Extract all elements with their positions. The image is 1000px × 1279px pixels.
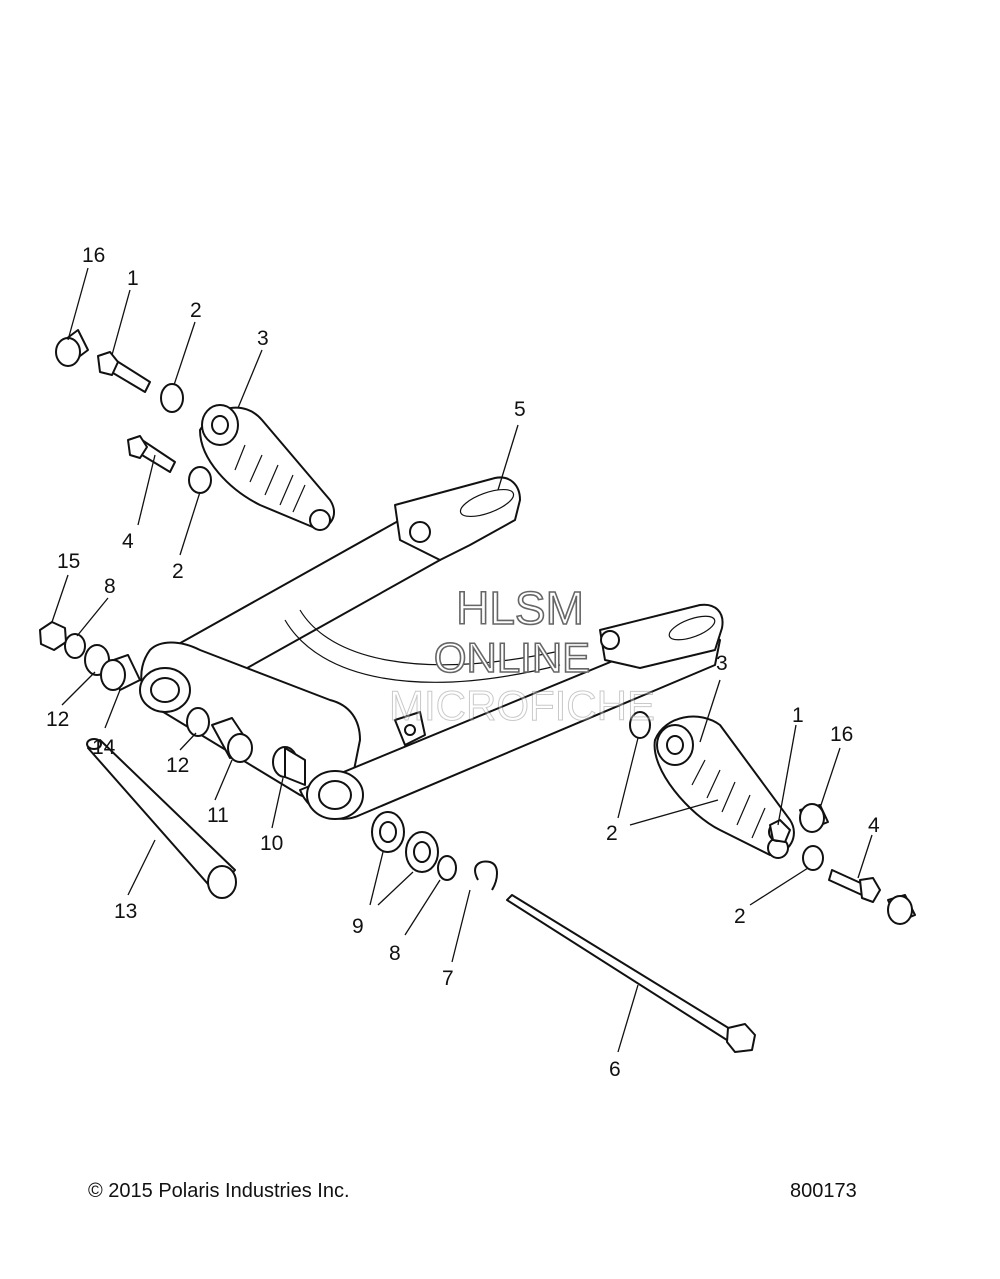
bolt-4-left: [127, 435, 176, 473]
bushing-16-right: [799, 803, 829, 833]
bearing-9-right: [405, 831, 439, 873]
pivot-shaft-13: [86, 738, 237, 899]
callout-13: 13: [114, 900, 137, 923]
callout-14: 14: [92, 736, 116, 759]
nut-15: [39, 621, 67, 651]
callout-4-left: 4: [122, 530, 134, 553]
callout-3-right: 3: [716, 652, 728, 675]
washer-2-upper-left: [160, 383, 184, 413]
callout-12-left: 12: [46, 708, 69, 731]
watermark: HLSM ONLINE MICROFICHE: [389, 581, 656, 729]
callout-3-left: 3: [257, 327, 269, 350]
callout-2-lower-right: 2: [734, 905, 746, 928]
callout-8-left: 8: [104, 575, 116, 598]
bushing-10: [272, 746, 306, 786]
ring-12-lower: [186, 707, 210, 737]
callout-2-right-group: 2: [606, 822, 618, 845]
washer-2-lower-left: [188, 466, 212, 494]
bolt-4-right: [828, 869, 881, 903]
callout-labels: 16 1 2 3 4 2 5 15 8 12 14 12 11 10 13 3 …: [46, 244, 880, 1081]
leader-lines: [51, 267, 873, 1053]
callout-7: 7: [442, 967, 454, 990]
callout-10: 10: [260, 832, 283, 855]
callout-11: 11: [207, 804, 229, 827]
callout-1-right: 1: [792, 704, 804, 727]
axle-bolt-6: [506, 894, 756, 1053]
callout-8-right: 8: [389, 942, 401, 965]
washer-8-left: [64, 633, 86, 659]
drawing-number: 800173: [790, 1180, 857, 1202]
callout-5: 5: [514, 398, 526, 421]
circlip-7: [474, 860, 498, 891]
callout-2-lower-left: 2: [172, 560, 184, 583]
washer-2-lower-right: [802, 845, 824, 871]
spacer-11: [211, 717, 253, 763]
copyright-notice: © 2015 Polaris Industries Inc.: [88, 1180, 350, 1202]
callout-9: 9: [352, 915, 364, 938]
watermark-line-2: ONLINE: [434, 634, 590, 681]
watermark-line-1: HLSM: [456, 582, 584, 634]
callout-16-right: 16: [830, 723, 853, 746]
washer-2-upper-right: [629, 711, 651, 739]
bolt-1-left: [97, 351, 151, 393]
shock-absorber-left: [199, 404, 335, 531]
swingarm-part: [139, 476, 724, 820]
callout-2-upper-left: 2: [190, 299, 202, 322]
bearing-9-left: [371, 811, 405, 853]
callout-15: 15: [57, 550, 80, 573]
callout-16-left: 16: [82, 244, 105, 267]
watermark-line-3: MICROFICHE: [389, 682, 655, 729]
bushing-right-end: [887, 894, 916, 925]
washer-8-right: [437, 855, 457, 881]
callout-4-right: 4: [868, 814, 880, 837]
bushing-14: [100, 654, 141, 691]
callout-6: 6: [609, 1058, 621, 1081]
callout-12-lower: 12: [166, 754, 189, 777]
callout-1-left: 1: [127, 267, 139, 290]
bushing-16-left: [55, 329, 89, 367]
